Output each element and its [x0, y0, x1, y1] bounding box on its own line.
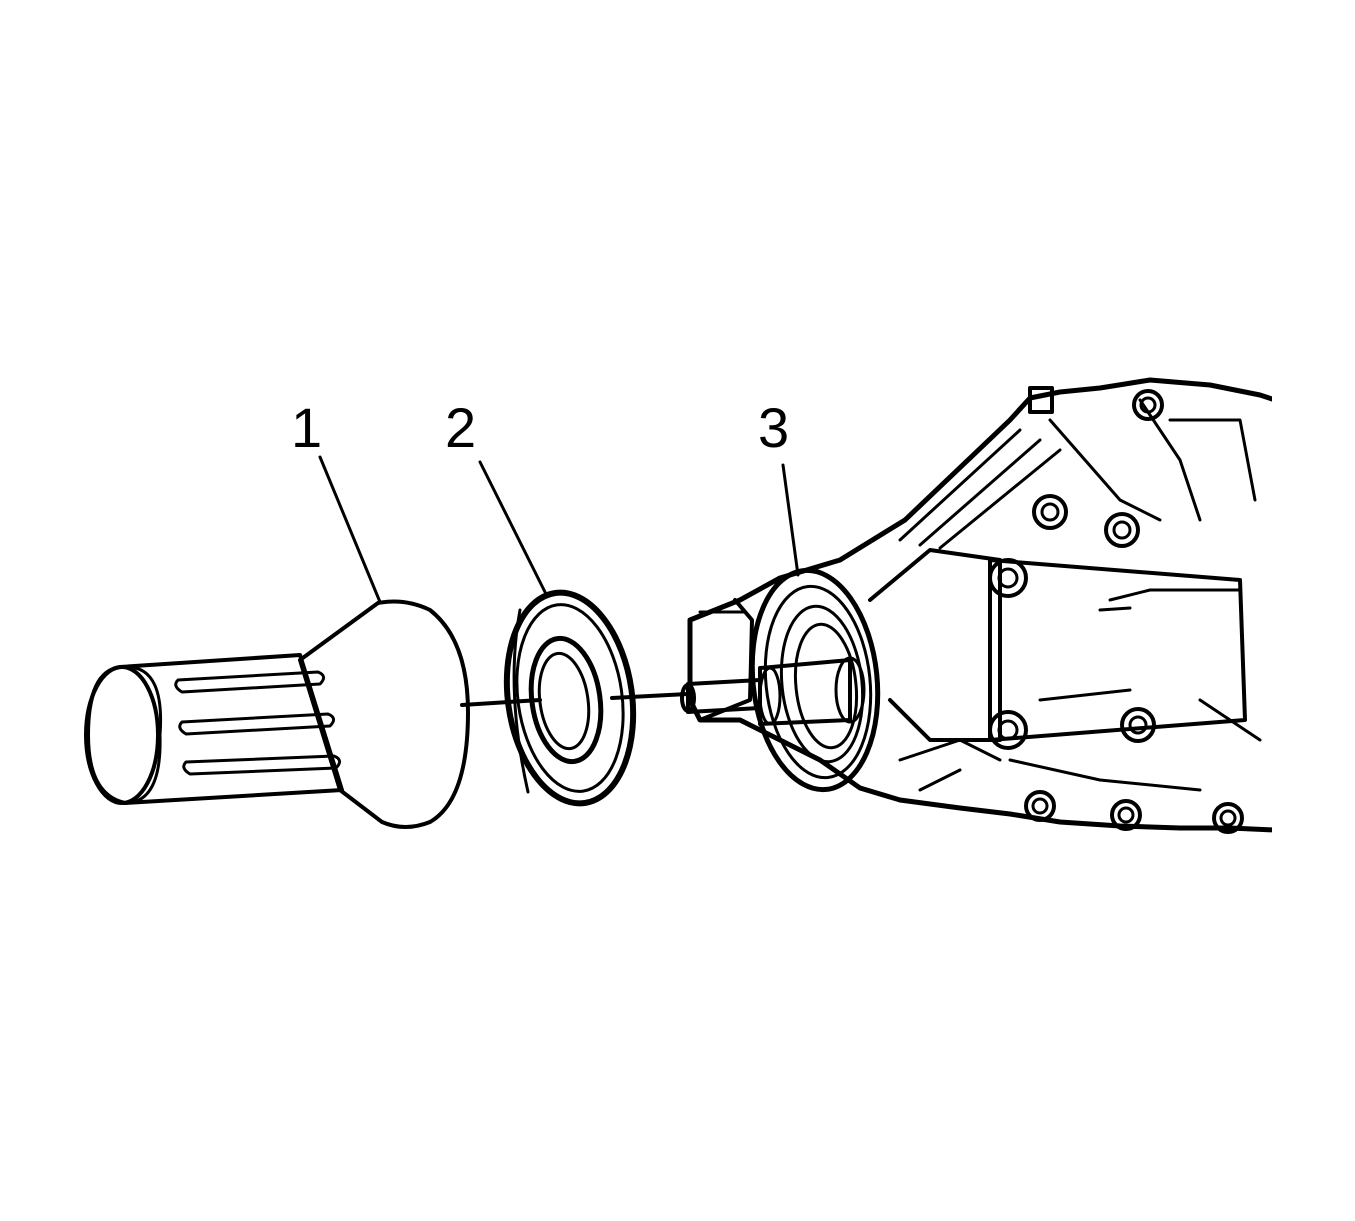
- installer-tool-end-face: [84, 665, 160, 805]
- installer-tool-flutes: [174, 670, 341, 776]
- callout-1: 1: [291, 396, 322, 459]
- differential-housing: [680, 377, 1272, 834]
- installer-tool: [84, 599, 470, 829]
- callout-2: 2: [445, 396, 476, 459]
- installer-tool-cone: [298, 599, 470, 829]
- leader-line-2: [478, 460, 547, 594]
- housing-bolts: [988, 389, 1244, 834]
- alignment-axis-line: [460, 692, 690, 707]
- leader-line-3: [781, 463, 800, 577]
- leader-lines: [318, 455, 800, 604]
- callout-3: 3: [758, 396, 789, 459]
- leader-line-1: [318, 455, 382, 604]
- pinion-seal: [503, 589, 637, 807]
